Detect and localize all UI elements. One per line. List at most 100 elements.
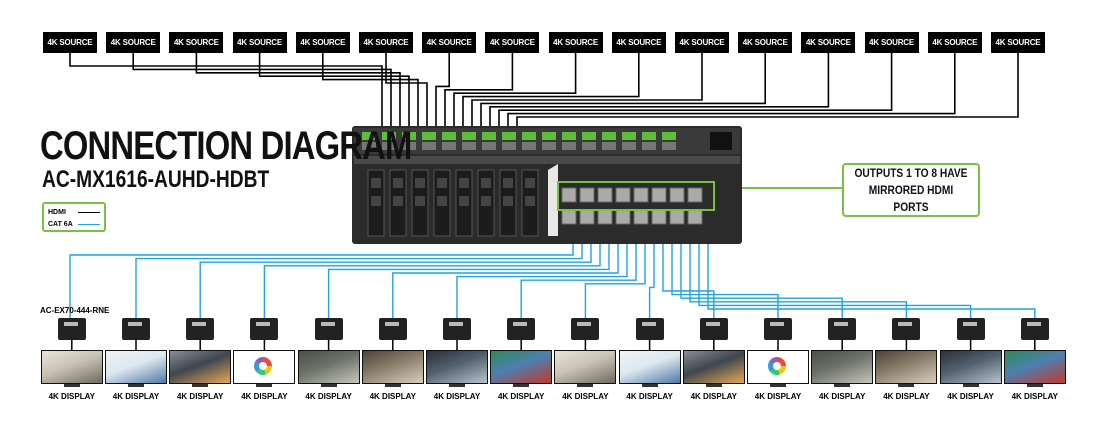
receiver-logo (770, 322, 784, 326)
hdbaset-port (651, 187, 667, 203)
containers-image (491, 351, 552, 383)
input-port (422, 142, 436, 150)
card-port (393, 178, 403, 188)
display-label: 4K DISPLAY (883, 392, 930, 401)
receiver-logo (577, 322, 592, 326)
hdmi-cable (489, 53, 830, 134)
hdmi-cable (195, 53, 401, 134)
display-label: 4K DISPLAY (305, 392, 352, 401)
callout-line-1: OUTPUTS 1 TO 8 HAVE (854, 165, 968, 180)
cat6a-cable (69, 238, 574, 318)
input-port (482, 142, 496, 150)
city-image (940, 351, 1001, 383)
input-terminal (562, 132, 576, 140)
receiver-logo (192, 322, 207, 326)
rocket-image (170, 351, 231, 383)
receiver-logo (384, 322, 399, 326)
donut-hole (773, 362, 781, 370)
hdmi-cable (453, 53, 577, 134)
card-port (481, 196, 491, 206)
source-box: 4K SOURCE (801, 32, 856, 53)
cat6a-cable (648, 238, 655, 318)
source-box: 4K SOURCE (295, 32, 350, 53)
input-terminal (542, 132, 556, 140)
display-screen (490, 350, 553, 384)
cat6a-cable (199, 238, 592, 318)
model-number: AC-MX1616-AUHD-HDBT (42, 166, 270, 193)
source-box: 4K SOURCE (675, 32, 729, 53)
donut-chart-icon (768, 357, 786, 375)
input-terminal (662, 132, 676, 140)
kitchen-image (362, 351, 423, 383)
hdbaset-port (579, 209, 595, 225)
input-terminal (582, 132, 596, 140)
display-screen (875, 350, 938, 384)
display-screen (939, 350, 1002, 384)
office-image (41, 351, 102, 383)
matrix-switcher (352, 126, 742, 244)
receiver-logo (1026, 322, 1041, 326)
source-box: 4K SOURCE (359, 32, 413, 53)
display-stand (770, 384, 786, 387)
hdmi-cable (507, 53, 956, 134)
input-terminal (602, 132, 616, 140)
input-port (602, 142, 616, 150)
card-port (437, 178, 447, 188)
receiver-logo (641, 322, 656, 326)
hdbaset-receiver (443, 318, 471, 340)
source-box: 4K SOURCE (548, 32, 603, 53)
hdmi-cable (258, 53, 410, 134)
legend-hdmi-label: HDMI (48, 208, 66, 216)
display-stand (962, 384, 979, 387)
diagram-title: CONNECTION DIAGRAM (40, 124, 412, 168)
source-box: 4K SOURCE (422, 32, 477, 53)
legend-hdmi: HDMI (48, 206, 100, 218)
hdbaset-port (633, 209, 649, 225)
display-screen (297, 350, 360, 384)
display-stand (641, 384, 658, 387)
hdmi-cable (516, 53, 1019, 134)
display-screen (40, 350, 103, 384)
doctor-image (619, 351, 680, 383)
display-stand (705, 384, 722, 387)
receiver-logo (63, 322, 78, 326)
card-port (525, 178, 535, 188)
hdmi-cable (480, 53, 767, 134)
cat6a-cable (698, 238, 972, 318)
display-screen (361, 350, 424, 384)
input-terminal (522, 132, 536, 140)
receiver-logo (256, 322, 271, 326)
hdbaset-receiver (635, 318, 664, 340)
input-terminal (362, 132, 376, 140)
hdbaset-port (561, 209, 577, 225)
input-terminal (482, 132, 496, 140)
hdbaset-receiver (378, 318, 407, 340)
power-socket (710, 132, 732, 150)
top-panel (354, 128, 740, 154)
input-port (662, 142, 676, 150)
input-terminal (402, 132, 416, 140)
source-box: 4K SOURCE (738, 32, 793, 53)
hdbaset-port (579, 187, 595, 203)
hdbaset-port (669, 187, 685, 203)
display-screen (811, 350, 874, 384)
display-stand (898, 384, 915, 387)
receiver-logo (834, 322, 849, 326)
doctor-image (106, 351, 166, 383)
display-stand (384, 384, 401, 387)
input-terminal (502, 132, 516, 140)
hdbaset-port (633, 187, 649, 203)
display-label: 4K DISPLAY (176, 392, 224, 401)
source-box: 4K SOURCE (106, 32, 161, 53)
input-terminal (622, 132, 636, 140)
legend-cat-line (78, 223, 100, 225)
display-label: 4K DISPLAY (947, 392, 994, 401)
room-image (812, 351, 873, 383)
display-label: 4K DISPLAY (754, 392, 802, 401)
hdbaset-port (615, 187, 631, 203)
hdbaset-receiver (699, 318, 728, 340)
hdbaset-port (669, 209, 685, 225)
hdbaset-receiver (186, 318, 215, 340)
cat6a-cable (263, 238, 601, 318)
